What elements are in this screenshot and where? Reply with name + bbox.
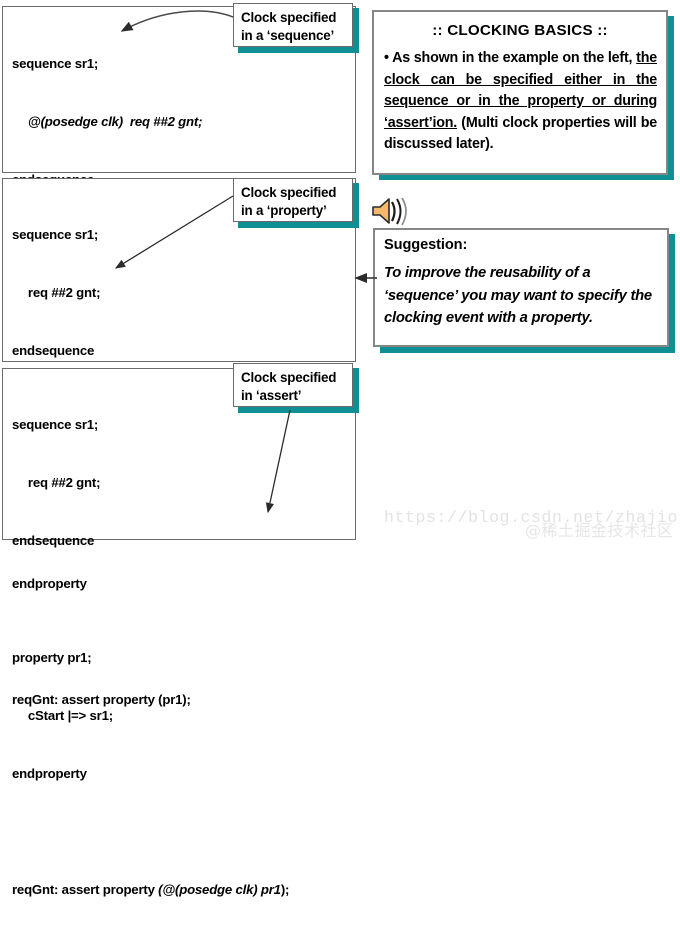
code-block-assert: sequence sr1; req ##2 gnt; endsequence p…: [12, 376, 289, 939]
code-line: cStart |=> sr1;: [21, 707, 113, 723]
code-line: req ##2 gnt;: [21, 285, 101, 301]
callout-shadow-right: [353, 183, 359, 227]
code-line: sequence sr1;: [12, 416, 99, 432]
callout-line-2: in a ‘property’: [241, 203, 327, 218]
assert-suffix: );: [280, 882, 290, 898]
suggestion-shadow-bottom: [380, 346, 675, 353]
assert-clock-expr: (@(posedge clk) pr1: [158, 882, 281, 898]
watermark-url: https://blog.csdn.net/zhajio: [384, 508, 679, 527]
clocking-basics-box: :: CLOCKING BASICS :: • As shown in the …: [372, 10, 668, 175]
speaker-icon: [370, 196, 414, 230]
callout-clock-in-property: Clock specified in a ‘property’: [233, 178, 353, 222]
code-line: property pr1;: [12, 649, 92, 665]
assert-prefix: reqGnt: assert property: [12, 882, 159, 898]
clocking-basics-body: • As shown in the example on the left, t…: [374, 48, 666, 156]
callout-shadow-bottom: [238, 407, 359, 413]
basics-bullet-text: • As shown in the example on the left,: [384, 50, 637, 66]
callout-line-1: Clock specified: [241, 185, 337, 200]
basics-shadow-bottom: [379, 173, 674, 180]
callout-line-1: Clock specified: [241, 370, 337, 385]
suggestion-box: Suggestion: To improve the reusability o…: [373, 228, 669, 347]
suggestion-body: To improve the reusability of a ‘sequenc…: [384, 265, 652, 326]
code-line: endsequence: [12, 533, 95, 549]
clocking-basics-title: :: CLOCKING BASICS ::: [432, 22, 608, 39]
callout-clock-in-sequence: Clock specified in a ‘sequence’: [233, 3, 353, 47]
callout-line-1: Clock specified: [241, 10, 337, 25]
basics-underlined-text: the clock can be specified either in the…: [384, 50, 657, 131]
callout-line-2: in a ‘sequence’: [241, 28, 335, 43]
code-line: endproperty: [12, 766, 87, 782]
callout-line-2: in ‘assert’: [241, 388, 302, 403]
code-line: @(posedge clk) req ##2 gnt;: [21, 114, 203, 130]
callout-shadow-right: [353, 8, 359, 52]
callout-shadow-bottom: [238, 222, 359, 228]
code-line-assert-clocked: reqGnt: assert property (@(posedge clk) …: [12, 880, 289, 899]
watermark-handle: @稀土掘金技术社区: [525, 521, 674, 540]
code-line: sequence sr1;: [12, 55, 99, 71]
callout-clock-in-assert: Clock specified in ‘assert’: [233, 363, 353, 407]
suggestion-shadow-right: [668, 234, 675, 353]
callout-shadow-right: [353, 368, 359, 412]
suggestion-label: Suggestion:: [384, 237, 468, 253]
code-line: endsequence: [12, 343, 95, 359]
callout-shadow-bottom: [238, 47, 359, 53]
code-line: sequence sr1;: [12, 226, 99, 242]
code-line: req ##2 gnt;: [21, 475, 101, 491]
basics-shadow-right: [667, 16, 674, 180]
basics-tail-text: (Multi clock properties will be discusse…: [384, 114, 657, 153]
